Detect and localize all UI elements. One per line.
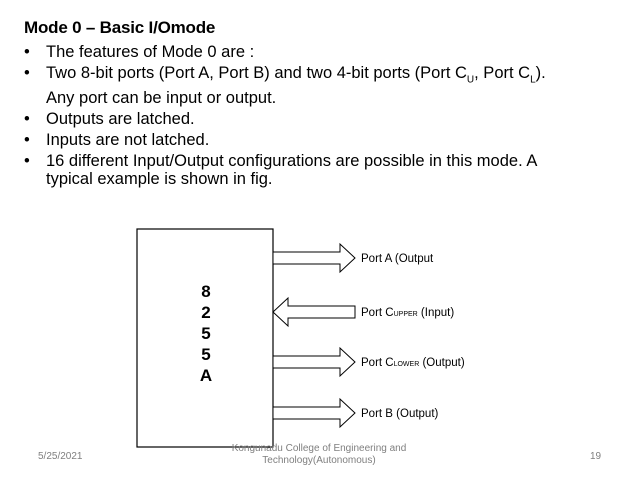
bullet-text: Inputs are not latched. bbox=[46, 131, 210, 150]
bullet-symbol: • bbox=[24, 131, 30, 150]
bullet-item: • Outputs are latched. bbox=[24, 110, 624, 128]
port-c-lower-label: Port CLOWER (Output) bbox=[361, 357, 465, 369]
bullet-text: Outputs are latched. bbox=[46, 110, 195, 129]
chip-label-char: 5 bbox=[201, 324, 210, 343]
port-b-label: Port B (Output) bbox=[361, 408, 439, 420]
slide-title: Mode 0 – Basic I/Omode bbox=[24, 18, 216, 37]
footer-page-number: 19 bbox=[590, 451, 602, 462]
bullet-item: • Two 8-bit ports (Port A, Port B) and t… bbox=[24, 64, 624, 107]
port-c-upper-arrow bbox=[272, 296, 356, 328]
port-a-arrow bbox=[272, 242, 356, 274]
bullet-list: • The features of Mode 0 are : • Two 8-b… bbox=[24, 43, 624, 191]
port-b-arrow bbox=[272, 397, 356, 429]
bullet-item: • The features of Mode 0 are : bbox=[24, 43, 624, 61]
bullet-text: The features of Mode 0 are : bbox=[46, 43, 255, 61]
port-c-lower-arrow bbox=[272, 346, 356, 378]
footer-date: 5/25/2021 bbox=[38, 451, 83, 462]
bullet-symbol: • bbox=[24, 64, 30, 82]
bullet-symbol: • bbox=[24, 110, 30, 129]
chip-label-char: 5 bbox=[201, 345, 210, 364]
port-a-label: Port A (Output bbox=[361, 253, 434, 265]
bullet-text: Two 8-bit ports (Port A, Port B) and two… bbox=[46, 64, 546, 108]
bullet-item: • Inputs are not latched. bbox=[24, 131, 624, 149]
bullet-symbol: • bbox=[24, 152, 30, 171]
chip-label-char: A bbox=[200, 366, 212, 385]
chip-block bbox=[136, 228, 274, 448]
port-c-upper-label: Port CUPPER (Input) bbox=[361, 307, 454, 319]
chip-label-char: 8 bbox=[201, 282, 210, 301]
bullet-item: • 16 different Input/Output configuratio… bbox=[24, 152, 624, 188]
bullet-symbol: • bbox=[24, 43, 30, 61]
bullet-text: 16 different Input/Output configurations… bbox=[46, 152, 538, 189]
chip-label-char: 2 bbox=[201, 303, 210, 322]
